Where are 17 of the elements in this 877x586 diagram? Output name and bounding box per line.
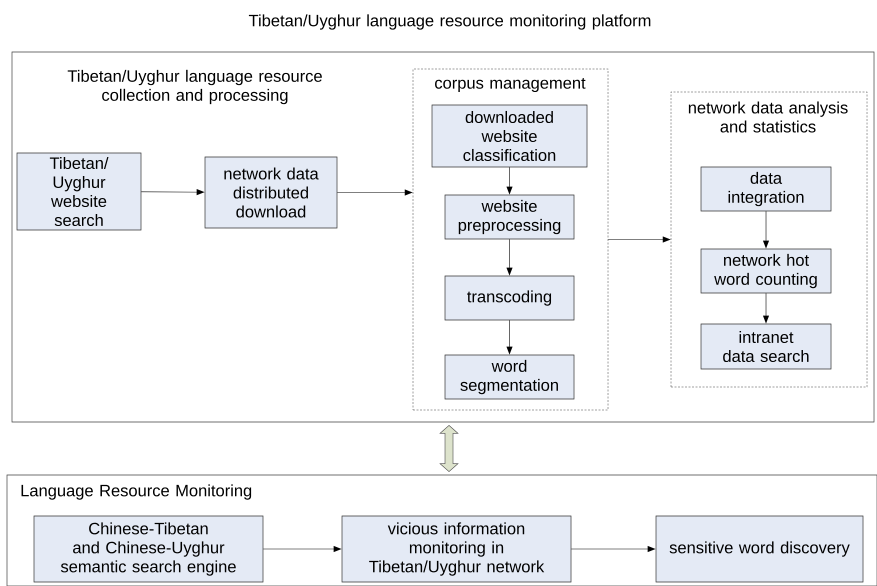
process-box: word segmentation	[444, 354, 574, 400]
process-box: transcoding	[444, 276, 574, 320]
platform-title: Tibetan/Uyghur language resource monitoring platform	[248, 14, 650, 30]
panel-heading: Language Resource Monitoring	[22, 484, 252, 500]
panel-heading: Tibetan/Uyghur language resource collection and processing	[68, 70, 322, 104]
process-box: downloaded website classification	[432, 104, 588, 168]
process-box: website preprocessing	[444, 194, 574, 240]
process-box: Chinese-Tibetan and Chinese-Uyghur semantic search engine	[34, 516, 264, 582]
group-heading: corpus management	[435, 78, 586, 92]
process-box: Tibetan/ Uyghur website search	[16, 152, 142, 230]
process-box: sensitive word discovery	[656, 516, 864, 582]
process-box: network hot word counting	[700, 248, 832, 294]
group-heading: network data analysis and statistics	[688, 101, 848, 133]
process-box: intranet data search	[700, 324, 832, 370]
process-box: network data distributed download	[204, 156, 338, 228]
process-box: vicious information monitoring in Tibetan/Uyghur network	[342, 516, 572, 582]
process-box: data integration	[700, 166, 832, 212]
